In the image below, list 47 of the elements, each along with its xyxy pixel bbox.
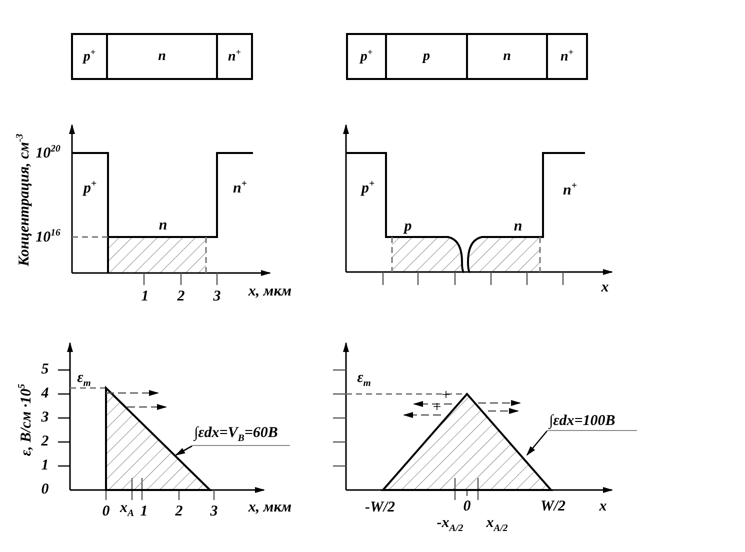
axis-tick-label: 4 — [41, 386, 49, 402]
leader-line — [526, 430, 548, 456]
region-label: n — [514, 220, 522, 234]
region-cell: p — [385, 33, 468, 80]
axis-tick-label: 1 — [141, 290, 149, 304]
axis-tick-label: x$_{A/2}$ — [486, 516, 508, 534]
axis-title: x, мкм — [248, 284, 292, 300]
axis-tick-label: 0 — [463, 500, 471, 514]
charge-sign: + — [432, 400, 442, 416]
region-label: p$^{+}$ — [83, 180, 97, 196]
region-cell: n$^{+}$ — [546, 33, 588, 80]
region-label: n$^{+}$ — [563, 182, 577, 198]
symbol-label: ε$_{m}$ — [77, 371, 91, 389]
axis-tick-label: 1 — [140, 504, 148, 520]
region-label: p — [404, 220, 412, 234]
axis-tick-label: W/2 — [540, 500, 566, 514]
leader-line — [175, 445, 192, 456]
axis-tick-label: 2 — [175, 504, 183, 520]
axis-title: x — [599, 500, 607, 514]
axis-tick-label: 2 — [41, 434, 49, 450]
axis-tick-label: 2 — [177, 290, 185, 304]
axis-tick-label: 0 — [41, 482, 49, 498]
region-label: n — [158, 218, 168, 234]
symbol-label: ε$_{m}$ — [357, 371, 371, 389]
axis-tick-label: 10$^{20}$ — [36, 144, 60, 162]
axis-title: x — [601, 280, 609, 296]
axis-tick-label: 5 — [41, 362, 49, 378]
axis-tick-label: -W/2 — [365, 500, 395, 516]
axis-tick-label: 1 — [41, 458, 49, 474]
axis-tick-label: 3 — [213, 290, 221, 304]
region-cell: n$^{+}$ — [216, 33, 253, 80]
integral-label: ∫εdx=100В — [547, 412, 637, 431]
axis-tick-label: -x$_{A/2}$ — [436, 516, 464, 534]
axis-tick-label: 10$^{16}$ — [36, 228, 60, 246]
region-cell: n — [106, 33, 218, 80]
region-label: p$^{+}$ — [361, 180, 375, 196]
axis-tick-label: 0 — [102, 504, 110, 520]
region-cell: p$^{+}$ — [71, 33, 108, 80]
axis-tick-label: 3 — [210, 504, 218, 520]
region-cell: p$^{+}$ — [346, 33, 387, 80]
charge-sign: + — [442, 388, 450, 404]
axis-tick-label: x$_{A}$ — [120, 501, 134, 519]
region-cell: n — [466, 33, 548, 80]
axis-title: x, мкм — [248, 500, 292, 516]
integral-label: ∫εdx=V$_{B}$=60В — [192, 424, 290, 446]
region-label: n$^{+}$ — [233, 180, 247, 196]
axis-tick-label: 3 — [41, 410, 49, 426]
